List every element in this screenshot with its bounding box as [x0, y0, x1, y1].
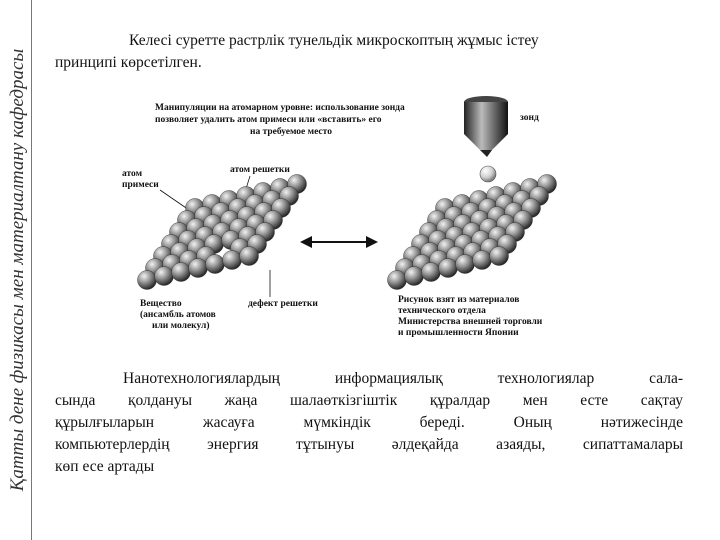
lattice-atom-label: атом решетки: [230, 165, 290, 175]
body-line-1: Нанотехнологиялардың информациялық техно…: [123, 370, 683, 387]
lattice-atom: [421, 262, 441, 282]
body-line-2: сында қолдануы жаңа шалаөткізгіштік құра…: [55, 392, 683, 409]
department-side-label: Қатты дене физикасы мен материалтану каф…: [7, 48, 28, 492]
source-line-1: Рисунок взят из материалов: [398, 295, 519, 305]
impurity-label-line-2: примеси: [122, 180, 159, 190]
source-line-3: Министерства внешней торговли: [398, 316, 543, 327]
caption-top-line-3: на требуемое место: [250, 126, 332, 137]
lattice-atom: [455, 254, 475, 274]
body-line-5: көп есе артады: [55, 458, 155, 475]
probe-label: зонд: [520, 113, 539, 123]
body-line-3: құрылғыларын жасауға мүмкіндік береді. О…: [55, 414, 683, 431]
probe-icon: [464, 96, 508, 157]
atom-lattice-left: [137, 174, 307, 290]
lattice-atom: [154, 266, 174, 286]
lattice-atom: [438, 258, 458, 278]
intro-line-2: принципі көрсетілген.: [55, 54, 202, 71]
defect-label: дефект решетки: [248, 298, 318, 309]
body-line-4: компьютерлердің энергия тұтынуы әлдеқайд…: [55, 436, 683, 453]
lifted-atom: [479, 165, 497, 183]
caption-top-line-2: позволяет удалить атом примеси или «вста…: [155, 115, 382, 125]
lattice-atom: [205, 254, 225, 274]
source-line-4: и промышленности Японии: [398, 328, 519, 338]
lattice-atom: [387, 270, 407, 290]
intro-line-1: Келесі суретте растрлік тунельдік микрос…: [129, 32, 539, 49]
side-divider: [31, 0, 32, 540]
lattice-atom: [489, 246, 509, 266]
lattice-atom: [239, 246, 259, 266]
lattice-atom: [472, 250, 492, 270]
impurity-label-line-1: атом: [122, 169, 143, 179]
lattice-atom: [171, 262, 191, 282]
source-line-2: технического отдела: [398, 306, 486, 316]
substance-line-1: Вещество: [140, 299, 182, 309]
intro-paragraph: Келесі суретте растрлік тунельдік микрос…: [55, 30, 685, 74]
lattice-atom: [222, 250, 242, 270]
lattice-atom: [137, 270, 157, 290]
lattice-atom: [404, 266, 424, 286]
substance-line-2: (ансамбль атомов: [140, 309, 216, 320]
body-paragraph: Нанотехнологиялардың информациялық техно…: [55, 368, 683, 478]
stm-figure: Манипуляции на атомарном уровне: использ…: [122, 96, 557, 338]
double-arrow-icon: [300, 236, 378, 248]
substance-line-3: или молекул): [152, 320, 210, 331]
atom-lattice-right: [387, 174, 557, 290]
lattice-atom: [188, 258, 208, 278]
caption-top-line-1: Манипуляции на атомарном уровне: использ…: [155, 103, 405, 113]
